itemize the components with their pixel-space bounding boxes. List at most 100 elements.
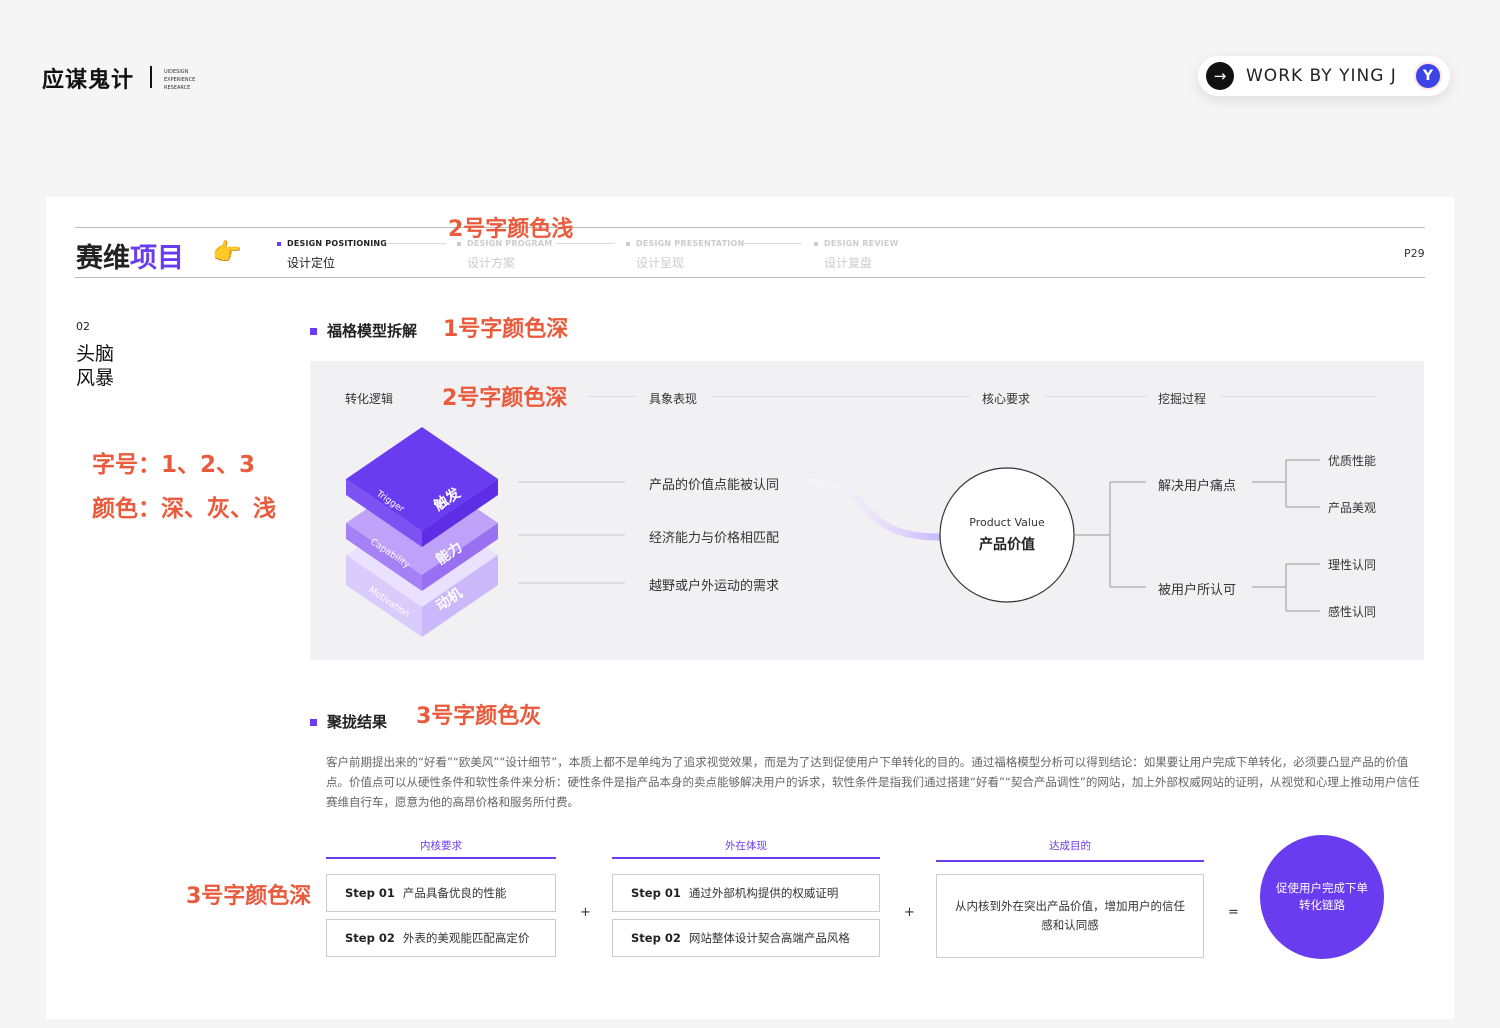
step-text: 产品具备优良的性能 — [402, 886, 507, 900]
nav-step-review[interactable]: DESIGN REVIEW 设计复盘 — [814, 239, 899, 271]
col-rule — [587, 396, 637, 397]
step-text: 外表的美观能匹配高定价 — [402, 931, 530, 945]
manifest-item: 越野或户外运动的需求 — [649, 579, 780, 594]
step-text: 网站整体设计契合高端产品风格 — [688, 931, 850, 945]
col-head-logic: 转化逻辑 — [345, 392, 394, 406]
col-head-process: 挖掘过程 — [1158, 392, 1207, 406]
nav-dot-icon — [814, 241, 818, 246]
header-top-rule — [75, 227, 1425, 228]
section-number: 02 — [76, 320, 90, 333]
annotation-light: 2号字颜色浅 — [448, 217, 574, 242]
process-item: 被用户所认可 — [1158, 583, 1237, 598]
col-rule — [712, 396, 970, 397]
nav-step-cn: 设计定位 — [287, 256, 336, 270]
section-title: 头脑 风暴 — [76, 342, 114, 390]
col-label-bar — [326, 857, 556, 859]
process-leaf: 感性认同 — [1328, 605, 1377, 619]
section-title-line: 风暴 — [76, 367, 115, 389]
brand-sub-line: UIDESIGN — [164, 69, 189, 75]
cube-layer-capability-left — [346, 523, 422, 591]
manifest-item: 经济能力与价格相匹配 — [649, 531, 780, 546]
col-label-goal: 达成目的 — [1049, 840, 1091, 852]
pointing-hand-icon: 👉 — [212, 238, 242, 266]
color-note: 颜色：深、灰、浅 — [92, 496, 276, 522]
section-title-line: 头脑 — [76, 343, 115, 365]
annotation-dark-2: 2号字颜色深 — [442, 386, 568, 411]
col-label-bar — [612, 857, 880, 859]
nav-step-cn: 设计方案 — [467, 256, 516, 270]
annotation-dark-1: 1号字颜色深 — [443, 317, 569, 342]
avatar-logo-icon: Y — [1414, 62, 1442, 90]
fogg-section-title: 福格模型拆解 — [327, 322, 418, 340]
brand-divider — [150, 66, 152, 88]
nav-step-en: DESIGN POSITIONING — [287, 239, 388, 248]
nav-step-presentation[interactable]: DESIGN PRESENTATION 设计呈现 — [626, 239, 744, 271]
core-value-cn: 产品价值 — [979, 537, 1035, 553]
annotation-dark-3: 3号字颜色深 — [186, 884, 312, 909]
cube-layer-capability-right — [422, 523, 498, 591]
plus-sign: + — [904, 905, 915, 920]
header-bottom-rule — [75, 277, 1425, 278]
brand-sub-line: EXPERIENCE — [164, 77, 196, 83]
process-leaf: 理性认同 — [1328, 558, 1377, 572]
bullet-square-icon — [310, 719, 317, 726]
annotation-grey: 3号字颜色灰 — [416, 704, 542, 729]
step-box: Step 02 网站整体设计契合高端产品风格 — [612, 919, 880, 957]
process-leaf: 优质性能 — [1328, 454, 1377, 468]
cube-layer-trigger-left — [346, 479, 422, 547]
conversion-circle: 促使用户完成下单转化链路 — [1260, 835, 1384, 959]
col-rule — [1220, 396, 1376, 397]
nav-step-en: DESIGN PROGRAM — [467, 239, 553, 248]
col-head-core: 核心要求 — [982, 392, 1031, 406]
nav-step-program[interactable]: DESIGN PROGRAM 设计方案 — [457, 239, 552, 271]
manifest-item: 产品的价值点能被认同 — [649, 478, 780, 493]
nav-connector — [742, 243, 802, 244]
project-title-main: 赛维 — [76, 243, 130, 274]
step-number: Step 01 — [345, 886, 395, 900]
nav-dot-icon — [457, 241, 461, 246]
page-number: P29 — [1404, 247, 1425, 260]
brand-subtitle: UIDESIGN EXPERIENCE RESEARCE — [164, 68, 195, 92]
font-size-note: 字号：1、2、3 — [92, 452, 256, 478]
process-item: 解决用户痛点 — [1158, 479, 1237, 494]
value-flow-curve — [807, 478, 941, 541]
project-title: 赛维项目 — [76, 236, 184, 275]
fogg-cube-stack: Trigger 触发 Capability 能力 Motivation 动机 — [346, 427, 498, 637]
nav-step-cn: 设计复盘 — [824, 256, 873, 270]
result-section-title: 聚拢结果 — [327, 713, 388, 731]
nav-step-en: DESIGN PRESENTATION — [636, 239, 745, 248]
col-head-manifest: 具象表现 — [649, 392, 698, 406]
arrow-right-icon: → — [1206, 62, 1234, 90]
col-label-bar — [936, 860, 1204, 862]
nav-connector — [386, 243, 446, 244]
nav-dot-icon — [626, 241, 630, 246]
goal-box: 从内核到外在突出产品价值，增加用户的信任感和认同感 — [936, 874, 1204, 958]
step-box: Step 01 产品具备优良的性能 — [326, 874, 556, 912]
bullet-square-icon — [310, 328, 317, 335]
col-rule — [1044, 396, 1148, 397]
nav-dot-icon — [277, 241, 281, 246]
brand-name: 应谋鬼计 — [42, 68, 135, 93]
step-number: Step 02 — [631, 931, 681, 945]
equals-sign: = — [1228, 905, 1239, 920]
nav-step-cn: 设计呈现 — [636, 256, 685, 270]
step-number: Step 02 — [345, 931, 395, 945]
work-by-label: WORK BY YING J — [1246, 66, 1397, 86]
nav-connector — [555, 243, 615, 244]
plus-sign: + — [580, 905, 591, 920]
fogg-section-heading: 福格模型拆解 — [310, 320, 417, 341]
brand-sub-line: RESEARCE — [164, 85, 191, 91]
diagram-connectors — [518, 459, 1320, 612]
cube-layer-trigger-right — [422, 479, 498, 547]
nav-step-positioning[interactable]: DESIGN POSITIONING 设计定位 — [277, 239, 387, 271]
cube-layer-motivation-right — [422, 555, 498, 637]
cube-layer-motivation-left — [346, 555, 422, 637]
process-leaf: 产品美观 — [1328, 501, 1377, 515]
work-by-button[interactable]: → WORK BY YING J Y — [1198, 56, 1450, 96]
step-number: Step 01 — [631, 886, 681, 900]
step-text: 通过外部机构提供的权威证明 — [688, 886, 839, 900]
step-box: Step 01 通过外部机构提供的权威证明 — [612, 874, 880, 912]
col-label-core: 内核要求 — [420, 840, 462, 852]
result-section-heading: 聚拢结果 — [310, 711, 387, 732]
result-summary: 客户前期提出来的“好看”“欧美风”“设计细节”，本质上都不是单纯为了追求视觉效果… — [326, 755, 1420, 809]
